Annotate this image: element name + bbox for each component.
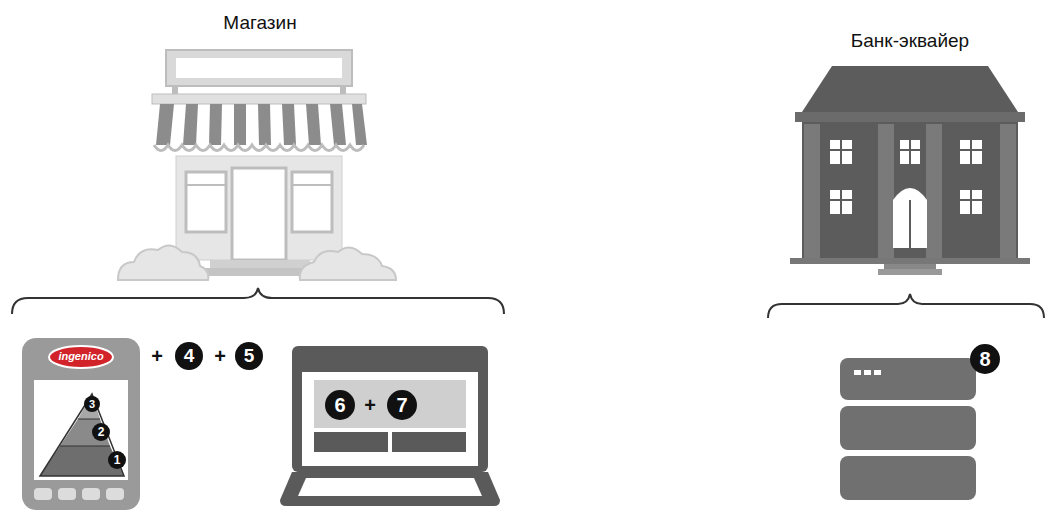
- shop-node: Магазин: [120, 8, 400, 284]
- callout-number: 8: [970, 344, 1000, 374]
- bracket: [12, 288, 504, 314]
- callout-number: 7: [387, 390, 417, 420]
- brand-logo: ingenico: [22, 350, 140, 362]
- callout-number: 2: [92, 423, 110, 441]
- callout-number: 5: [235, 342, 263, 370]
- terminal-node: ingenico: [22, 338, 140, 510]
- callout-number: 4: [175, 342, 203, 370]
- plus-sign: +: [360, 395, 380, 415]
- callout-number: 6: [325, 390, 355, 420]
- bracket: [768, 294, 1044, 318]
- heading-label: Банк-эквайер: [780, 30, 1040, 52]
- pos-terminal: [22, 338, 140, 510]
- bank-illustration: [790, 66, 1030, 275]
- callout-number: 1: [108, 451, 126, 469]
- plus-sign: +: [148, 347, 166, 365]
- callout-number: 3: [84, 396, 100, 412]
- shop-illustration: [118, 50, 396, 280]
- plus-sign: +: [211, 347, 229, 365]
- laptop: [280, 346, 500, 506]
- heading-label: Магазин: [120, 12, 400, 34]
- bank-node: Банк-эквайер: [780, 26, 1040, 278]
- server: [840, 358, 976, 500]
